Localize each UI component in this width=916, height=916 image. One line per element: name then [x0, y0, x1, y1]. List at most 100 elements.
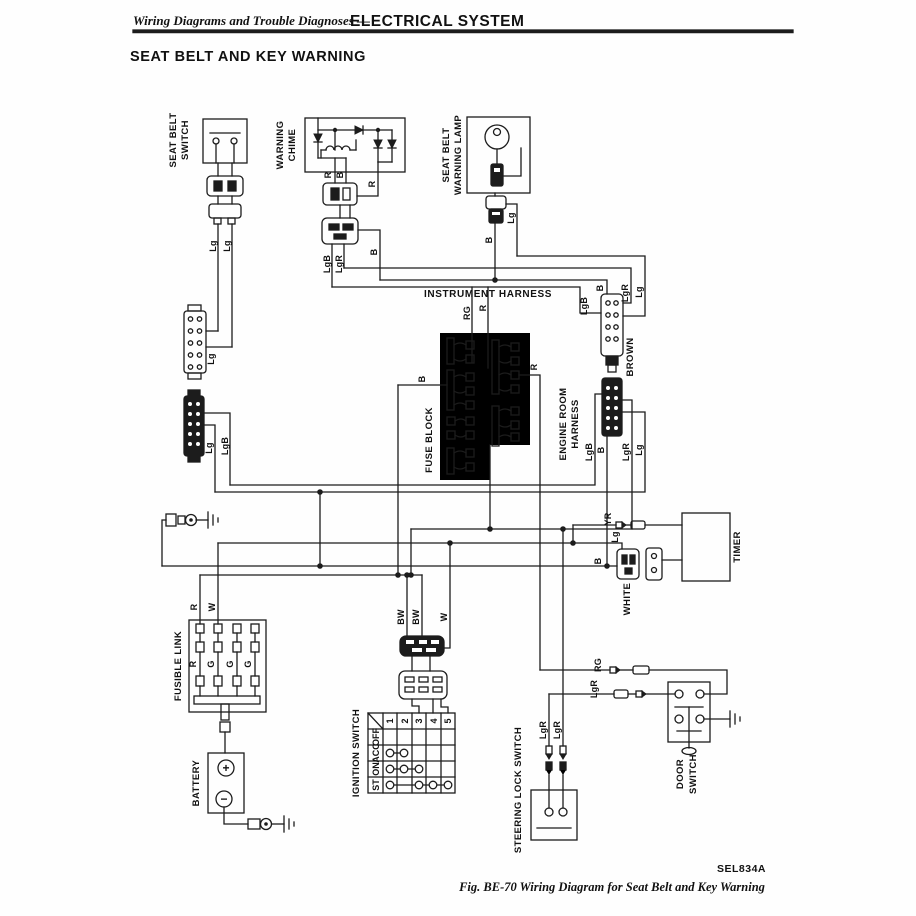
seat-belt-switch-label-2: SWITCH	[180, 120, 191, 160]
warning-chime: WARNING CHIME R B R	[275, 117, 406, 245]
connector-8pin	[600, 293, 624, 357]
ignition-switch: BW BW W IGNITION SWITCH 1 2 3 4 5	[351, 542, 456, 797]
wire-label-w: W	[207, 602, 217, 611]
steering-lock-switch-box	[530, 789, 578, 841]
wire-label-lg: Lg	[634, 286, 644, 297]
wire-label-r: R	[323, 171, 333, 178]
connector-2pin	[321, 217, 359, 245]
timer-label: TIMER	[732, 531, 743, 563]
seat-belt-switch-label-1: SEAT BELT	[168, 113, 179, 168]
wire-label-lg: Lg	[204, 442, 214, 453]
figure-code: SEL834A	[717, 863, 766, 875]
seat-belt-switch-box	[202, 118, 248, 164]
wire-label-lgr: LgR	[334, 255, 344, 273]
door-switch-plunger	[681, 746, 697, 756]
timer-box	[681, 512, 731, 582]
connector-12pin	[183, 395, 205, 457]
connector-2pin	[322, 182, 358, 206]
connector-10pin	[183, 310, 207, 374]
battery-plus-sign: +	[222, 761, 229, 775]
wire-label-lg: Lg	[610, 531, 620, 542]
wire-label-r: R	[478, 304, 488, 311]
figure-footer: SEL834A Fig. BE-70 Wiring Diagram for Se…	[458, 863, 766, 894]
wire-label-b: B	[369, 248, 379, 255]
ignition-row-on: ON	[371, 762, 381, 776]
connector-2pin	[485, 195, 507, 210]
brown-connector-label: BROWN	[625, 338, 636, 377]
wire-label-g: G	[206, 660, 216, 667]
wire-label-lgr: LgR	[589, 680, 599, 698]
connector-2pin	[208, 203, 242, 219]
wire-label-lgr: LgR	[620, 284, 630, 302]
timer: TIMER WHITE	[616, 512, 743, 615]
warning-chime-box	[304, 117, 406, 173]
wire-label-lg: Lg	[206, 353, 216, 364]
wire-label-b: B	[593, 557, 603, 564]
page-header: Wiring Diagrams and Trouble Diagnoses — …	[130, 13, 794, 65]
wire-label-lg: Lg	[222, 240, 232, 251]
wire-label-lg: Lg	[208, 240, 218, 251]
steering-lock-switch: STEERING LOCK SWITCH LgR LgR	[513, 528, 578, 853]
connector-10pin	[601, 377, 623, 437]
header-rule	[132, 29, 794, 34]
wire-label-lgr: LgR	[552, 721, 562, 739]
wire-label-r: R	[188, 660, 198, 667]
wire-label-lgb: LgB	[579, 297, 589, 315]
fuse-block-box	[440, 333, 530, 480]
fusible-link-column: R	[188, 623, 205, 697]
brown-connector: BROWN	[600, 293, 636, 377]
wire-label-lgb: LgB	[584, 443, 594, 461]
fusible-link-box	[188, 619, 267, 713]
left-multi-pin-connectors	[183, 304, 207, 463]
steering-lock-switch-label: STEERING LOCK SWITCH	[513, 727, 524, 853]
wire-label-b: B	[417, 375, 427, 382]
seat-belt-warning-lamp: SEAT BELT WARNING LAMP	[441, 115, 531, 224]
figure-caption: Fig. BE-70 Wiring Diagram for Seat Belt …	[458, 880, 765, 894]
fusible-link: FUSIBLE LINK R W R G G G	[173, 542, 267, 754]
ignition-row-st: ST	[371, 779, 381, 791]
warning-chime-label-2: CHIME	[287, 129, 298, 162]
wire-label-lgr: LgR	[621, 443, 631, 461]
ignition-connector-white	[398, 670, 448, 700]
wire-label-b: B	[484, 236, 494, 243]
seat-belt-switch: SEAT BELT SWITCH	[168, 113, 248, 225]
wire-label-lgb: LgB	[322, 255, 332, 273]
fusible-link-column: G	[243, 623, 260, 697]
ignition-connector-dark	[399, 635, 445, 657]
wire-label-bw: BW	[411, 609, 421, 625]
ignition-row-off: OFF	[371, 728, 381, 746]
fusible-link-column: G	[206, 623, 223, 697]
ignition-col-1: 1	[385, 718, 395, 723]
fusible-link-column: G	[225, 623, 242, 697]
wire-label-yr: YR	[603, 512, 613, 525]
engine-room-harness-connector: ENGINE ROOM HARNESS	[558, 377, 623, 461]
fuse-block: FUSE BLOCK	[424, 333, 530, 480]
wire-label-lg: Lg	[506, 212, 516, 223]
wire-label-g: G	[225, 660, 235, 667]
wire-label-b: B	[595, 284, 605, 291]
table-corner-diagonal	[367, 712, 384, 730]
bus-bar	[193, 695, 261, 705]
warning-lamp-label-2: WARNING LAMP	[453, 115, 464, 196]
ignition-col-4: 4	[429, 718, 439, 723]
ignition-switch-label: IGNITION SWITCH	[351, 709, 362, 797]
wire-label-r: R	[367, 180, 377, 187]
engine-room-harness-label-2: HARNESS	[570, 399, 581, 448]
wire-label-lg: Lg	[634, 444, 644, 455]
wire-label-b: B	[596, 446, 606, 453]
header-section-title: ELECTRICAL SYSTEM	[350, 13, 524, 30]
battery: BATTERY + −	[191, 752, 295, 833]
battery-label: BATTERY	[191, 759, 202, 806]
door-switch-label-2: SWITCH	[688, 754, 699, 794]
wire-label-bw: BW	[396, 609, 406, 625]
page-title: SEAT BELT AND KEY WARNING	[130, 49, 366, 65]
fusible-link-label: FUSIBLE LINK	[173, 631, 184, 701]
engine-room-harness-label-1: ENGINE ROOM	[558, 387, 569, 460]
wire-label-rg: RG	[593, 658, 603, 672]
wire-label-w: W	[439, 612, 449, 621]
door-switch-label-1: DOOR	[675, 759, 686, 789]
ground-connector-left	[161, 511, 219, 567]
ignition-row-acc: ACC	[371, 743, 381, 763]
